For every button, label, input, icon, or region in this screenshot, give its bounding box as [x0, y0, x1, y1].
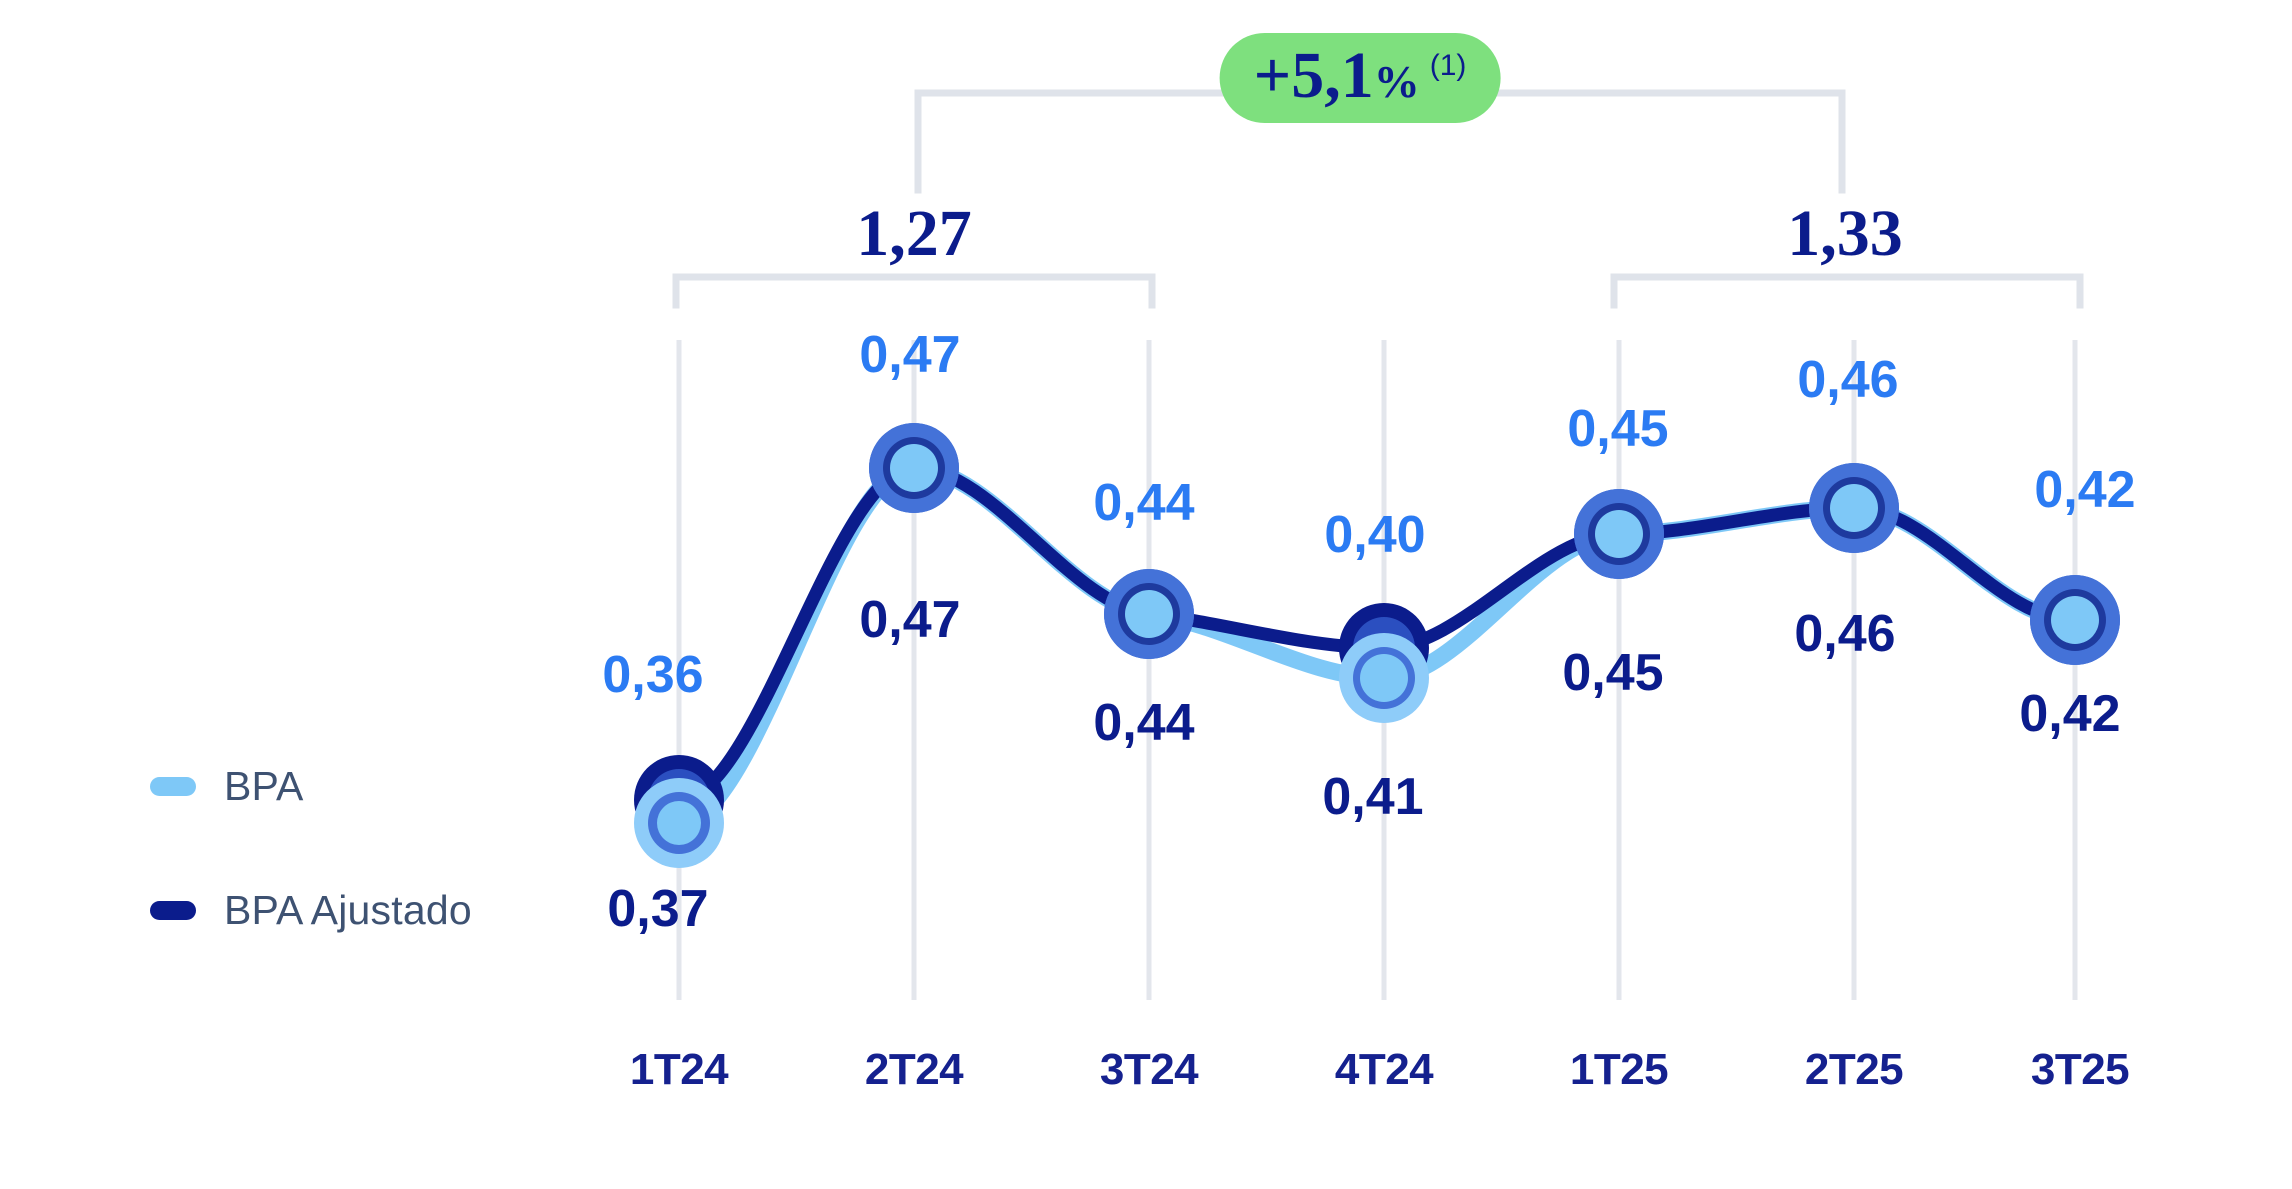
legend-swatch-bpa: [150, 776, 196, 796]
value-label-adj-2t25: 0,46: [1794, 605, 1896, 663]
growth-badge-footnote: (1): [1429, 49, 1467, 82]
growth-badge-value: +5,1: [1253, 39, 1374, 112]
marker-point: [869, 423, 959, 513]
value-label-adj-1t25: 0,45: [1562, 644, 1664, 702]
x-axis-label-1t24: 1T24: [629, 1045, 729, 1094]
legend-item-bpa-ajustado[interactable]: BPA Ajustado: [150, 879, 472, 941]
chart-legend: BPA BPA Ajustado: [150, 755, 472, 1003]
value-label-bpa-2t25: 0,46: [1797, 351, 1899, 409]
value-label-bpa-4t24: 0,40: [1324, 506, 1426, 564]
value-label-adj-1t24: 0,37: [607, 880, 709, 938]
value-label-adj-4t24: 0,41: [1322, 768, 1424, 826]
legend-label-bpa: BPA: [224, 762, 304, 809]
x-axis-label-2t24: 2T24: [864, 1045, 964, 1094]
x-axis-label-2t25: 2T25: [1804, 1045, 1904, 1094]
marker-point: [2030, 575, 2120, 665]
bracket-sum-2025: [1610, 273, 2084, 309]
x-axis-label-3t25: 3T25: [2030, 1045, 2130, 1094]
marker-point: [1104, 569, 1194, 659]
annotation-sum-2024: 1,27: [856, 197, 972, 270]
value-label-bpa-1t25: 0,45: [1567, 400, 1669, 458]
marker-point: [1809, 463, 1899, 553]
x-axis-label-1t25: 1T25: [1569, 1045, 1669, 1094]
legend-item-bpa[interactable]: BPA: [150, 755, 472, 817]
marker-point: [1339, 633, 1429, 723]
x-axis-label-3t24: 3T24: [1099, 1045, 1199, 1094]
growth-badge[interactable]: +5,1 % (1): [1219, 33, 1501, 123]
markers-bpa: [634, 423, 2120, 868]
marker-point: [1574, 489, 1664, 579]
value-label-bpa-1t24: 0,36: [602, 646, 704, 704]
bracket-sum-2024: [672, 273, 1156, 309]
growth-badge-percent: %: [1373, 56, 1420, 107]
legend-swatch-bpa-ajustado: [150, 900, 196, 920]
value-label-adj-3t24: 0,44: [1093, 694, 1195, 752]
legend-label-bpa-ajustado: BPA Ajustado: [224, 886, 472, 933]
value-label-bpa-3t24: 0,44: [1093, 474, 1195, 532]
marker-point: [634, 778, 724, 868]
annotation-sum-2025: 1,33: [1787, 197, 1903, 270]
value-label-adj-3t25: 0,42: [2019, 685, 2121, 743]
x-axis-label-4t24: 4T24: [1334, 1045, 1434, 1094]
value-label-bpa-2t24: 0,47: [859, 326, 961, 384]
value-label-adj-2t24: 0,47: [859, 591, 961, 649]
value-label-bpa-3t25: 0,42: [2034, 461, 2136, 519]
